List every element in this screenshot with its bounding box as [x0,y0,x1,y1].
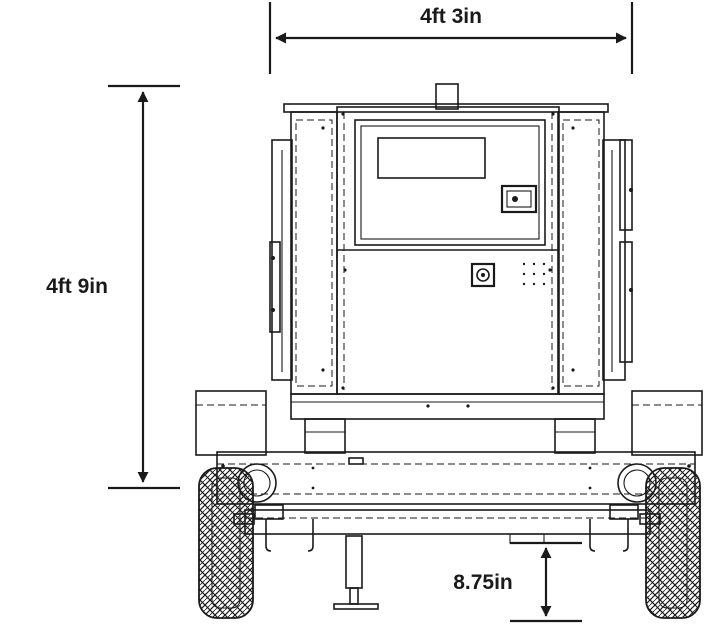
jack-foot [333,603,379,610]
jack-stand [333,535,379,610]
control-window [377,137,486,179]
clearance-dimension: 8.75in [453,541,582,623]
left-tire [198,467,254,619]
right-fender [631,390,703,456]
control-door [354,119,546,246]
right-door-hinge [602,139,626,381]
left-door-hinge [271,139,293,381]
left-mount [304,418,346,454]
right-tail-light [617,463,657,503]
left-fender [195,390,267,456]
right-side-panel [557,111,605,395]
clearance-label: 8.75in [453,571,513,594]
jack-tube [345,535,363,589]
door-latch [500,184,538,214]
left-side-panel [290,111,338,395]
roof-cap [283,103,609,113]
exhaust-stack [435,83,459,110]
lower-lock [470,262,496,288]
right-tire [645,467,701,619]
base-rail [290,393,605,420]
width-dimension: 4ft 3in [268,2,634,74]
cross-beam [216,451,696,505]
width-label: 4ft 3in [420,5,482,28]
generator-enclosure [269,83,633,395]
axle-beam [244,509,651,535]
generator-base [290,393,605,454]
left-tail-light [237,463,277,503]
vent-dots [522,262,546,286]
trailer-chassis [216,451,696,552]
height-dimension: 4ft 9in [46,84,180,490]
right-mount [554,418,596,454]
fenders [195,390,703,456]
height-label: 4ft 9in [46,275,108,298]
